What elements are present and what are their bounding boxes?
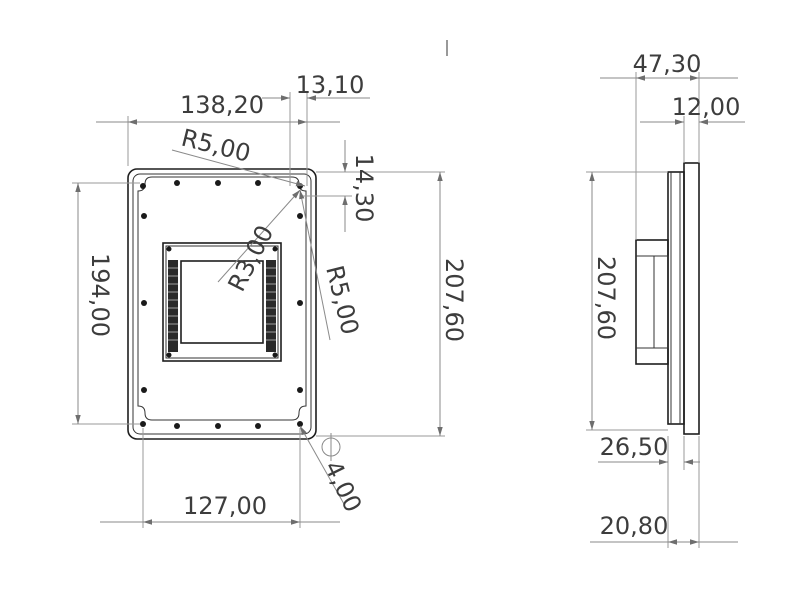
- header-left: [168, 260, 178, 352]
- front-extension-lines: [72, 92, 445, 528]
- side-view: 47,30 12,00 207,60 26,50 20,80: [586, 50, 745, 548]
- dim-offset-b: 20,80: [600, 512, 669, 540]
- corner-hole-top-left: [140, 183, 146, 189]
- dim-hole-diameter: 4,00: [319, 456, 368, 516]
- dim-width-overall: 138,20: [180, 91, 264, 119]
- dim-height-overall: 207,60: [440, 258, 468, 342]
- enclosure-outer-edge: [127, 168, 317, 440]
- corner-hole-bottom-right: [297, 421, 303, 427]
- display-window: [180, 260, 264, 344]
- side-flange: [683, 162, 700, 435]
- screw-points: [141, 180, 303, 429]
- side-pcb-block: [635, 239, 669, 365]
- header-right: [266, 260, 276, 352]
- side-housing: [667, 171, 685, 425]
- corner-hole-bottom-left: [140, 421, 146, 427]
- dim-height-inner: 194,00: [86, 253, 114, 337]
- enclosure-inner-edge: [132, 173, 312, 435]
- dim-depth-overall: 47,30: [633, 50, 702, 78]
- dim-corner-radius-top: R5,00: [179, 124, 254, 168]
- front-dimension-lines: [75, 95, 443, 525]
- dim-offset-right: 14,30: [350, 154, 378, 223]
- pcb-module: [162, 242, 282, 362]
- dim-offset-a: 26,50: [600, 433, 669, 461]
- dim-hole-spacing: 127,00: [183, 492, 267, 520]
- side-extension-lines: [586, 72, 700, 548]
- side-dimension-lines: [589, 75, 745, 545]
- dim-depth-plate: 12,00: [672, 93, 741, 121]
- side-connector: [653, 255, 669, 349]
- dim-offset-top: 13,10: [296, 71, 365, 99]
- front-view: 138,20 13,10 R5,00 14,30 R3,00 R5,00 194…: [72, 71, 468, 528]
- dim-height-overall-side: 207,60: [592, 256, 620, 340]
